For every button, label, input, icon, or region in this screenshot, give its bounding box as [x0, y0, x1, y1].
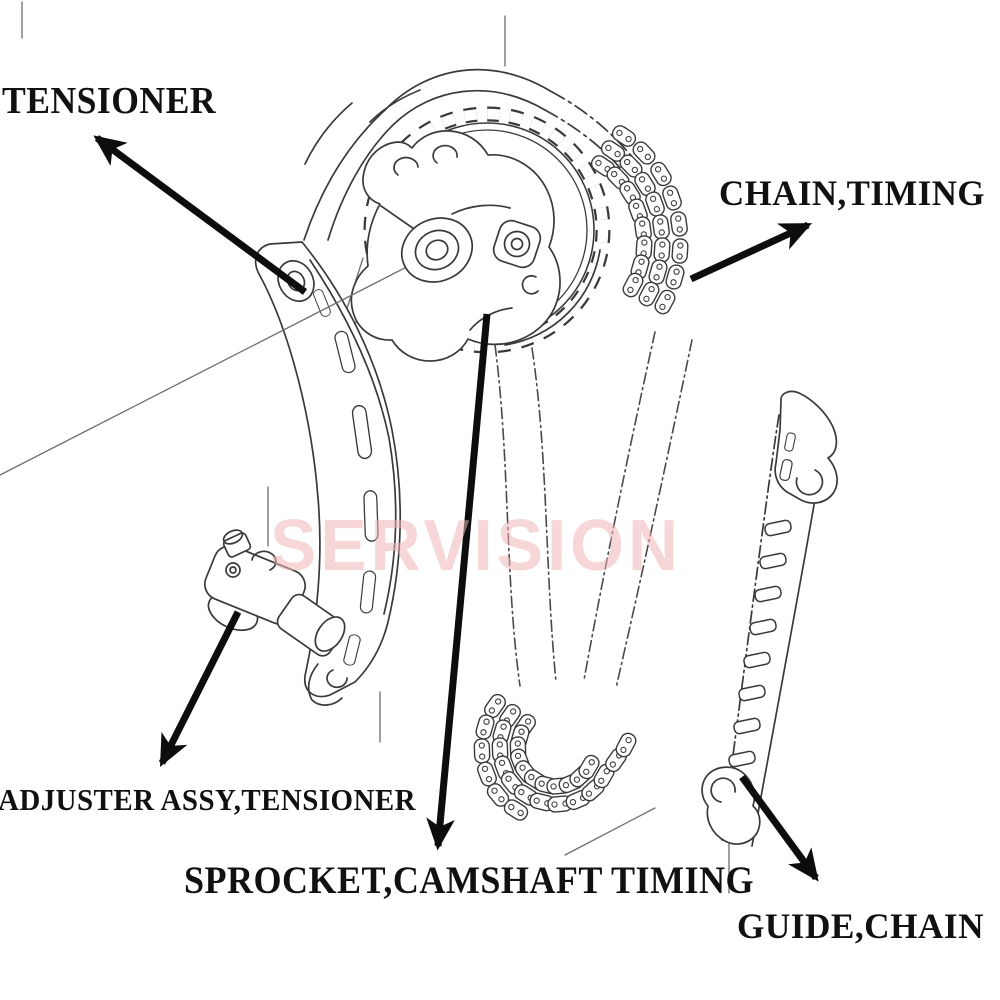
adjuster-arrow	[158, 610, 242, 768]
timing-chain-top-band	[303, 68, 642, 241]
label-guide-chain: GUIDE,CHAIN	[737, 906, 984, 946]
part-labels: TENSIONER CHAIN,TIMING ADJUSTER ASSY,TEN…	[0, 80, 985, 946]
mounting-bolt	[492, 219, 542, 269]
chain-guide-foot	[701, 766, 761, 845]
adjuster-cap	[222, 532, 252, 558]
watermark-text: SERVISION	[270, 506, 682, 586]
sprocket-hub	[400, 217, 474, 283]
label-adjuster: ADJUSTER ASSY,TENSIONER	[0, 782, 416, 817]
label-sprocket: SPROCKET,CAMSHAFT TIMING	[184, 859, 754, 902]
callout-arrows	[93, 135, 819, 882]
hub-leader-line	[0, 251, 437, 476]
label-chain-timing: CHAIN,TIMING	[719, 173, 985, 213]
timing-chain-bottom-loop	[473, 691, 639, 824]
timing-chain-runs	[494, 331, 693, 689]
chain-guide	[701, 390, 838, 847]
tensioner-arrow	[93, 135, 308, 295]
chain-timing-arrow	[689, 221, 813, 283]
sprocket-arrow	[426, 313, 491, 851]
guide-chain-arrow	[739, 774, 819, 882]
tensioner-adjuster	[203, 529, 346, 657]
label-tensioner: TENSIONER	[2, 80, 216, 122]
chain-guide-bracket	[774, 390, 838, 504]
